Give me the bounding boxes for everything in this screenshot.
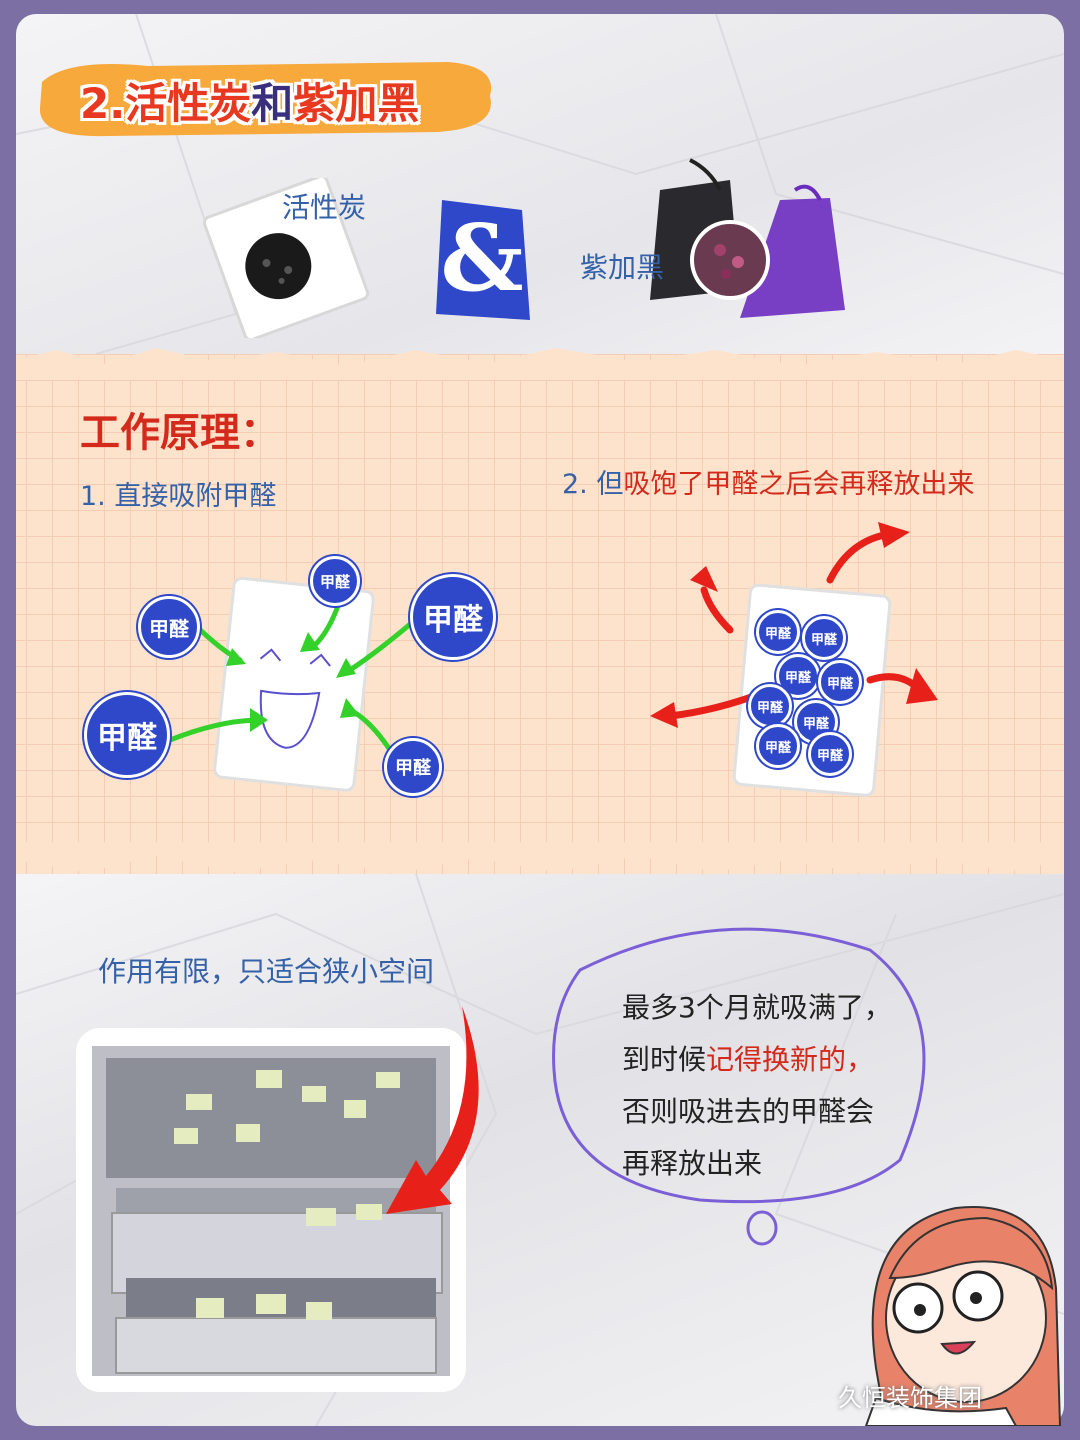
purple-label: 紫加黑 — [580, 251, 665, 284]
pointing-arrow — [386, 1006, 479, 1214]
torn-edge-top — [16, 348, 1064, 380]
cabinet-photo — [76, 1028, 466, 1392]
thought-line2-prefix: 到时候 — [622, 1043, 707, 1076]
absorb-arrows — [167, 597, 418, 753]
torn-edge-bottom — [16, 842, 1064, 874]
charcoal-label: 活性炭 — [282, 191, 367, 224]
trapped-molecule: 甲醛 — [818, 660, 862, 704]
step2-highlight: 吸饱了甲醛之后会再释放出来 — [623, 469, 975, 500]
formaldehyde-molecule: 甲醛 — [310, 556, 360, 606]
formaldehyde-molecule: 甲醛 — [410, 574, 496, 660]
title-part1: 活性炭 — [125, 79, 252, 128]
charcoal-packet-image — [202, 178, 370, 338]
step2-text: 2. 但吸饱了甲醛之后会再释放出来 — [562, 462, 974, 501]
title-brush-banner — [39, 62, 492, 137]
trapped-molecule: 甲醛 — [748, 684, 792, 728]
thought-line1: 最多3个月就吸满了， — [622, 991, 892, 1024]
title-number: 2. — [80, 79, 126, 128]
svg-text:&: & — [440, 204, 523, 312]
trapped-molecule: 甲醛 — [756, 610, 800, 654]
ampersand-icon: & — [436, 200, 530, 320]
trapped-molecule: 甲醛 — [808, 732, 852, 776]
limitation-text: 作用有限，只适合狭小空间 — [98, 955, 435, 988]
step1-text: 1. 直接吸附甲醛 — [80, 481, 277, 512]
purple-sachet-image — [650, 158, 845, 318]
formaldehyde-molecule: 甲醛 — [84, 692, 170, 778]
thought-line2: 到时候记得换新的， — [622, 1034, 892, 1086]
thought-line4: 再释放出来 — [622, 1147, 763, 1180]
happy-packet — [213, 576, 375, 792]
formaldehyde-molecule: 甲醛 — [138, 596, 200, 658]
trapped-molecule: 甲醛 — [756, 724, 800, 768]
principle-heading: 工作原理： — [80, 410, 280, 456]
thought-text: 最多3个月就吸满了， 到时候记得换新的， 否则吸进去的甲醛会 再释放出来 — [622, 982, 892, 1190]
title-part2: 紫加黑 — [293, 79, 420, 128]
thought-line3: 否则吸进去的甲醛会 — [622, 1095, 875, 1128]
brand-watermark: 久恒装饰集团 — [838, 1384, 982, 1412]
trapped-molecule: 甲醛 — [802, 616, 846, 660]
thought-bubble — [552, 927, 926, 1246]
step2-prefix: 2. 但 — [562, 469, 624, 500]
cartoon-girl-illustration — [864, 1206, 1062, 1426]
formaldehyde-molecule: 甲醛 — [384, 738, 442, 796]
title-and: 和 — [251, 79, 294, 128]
thought-line2-highlight: 记得换新的， — [706, 1043, 875, 1076]
release-arrows — [650, 522, 938, 728]
section-title: 2.活性炭和紫加黑 — [80, 70, 419, 131]
